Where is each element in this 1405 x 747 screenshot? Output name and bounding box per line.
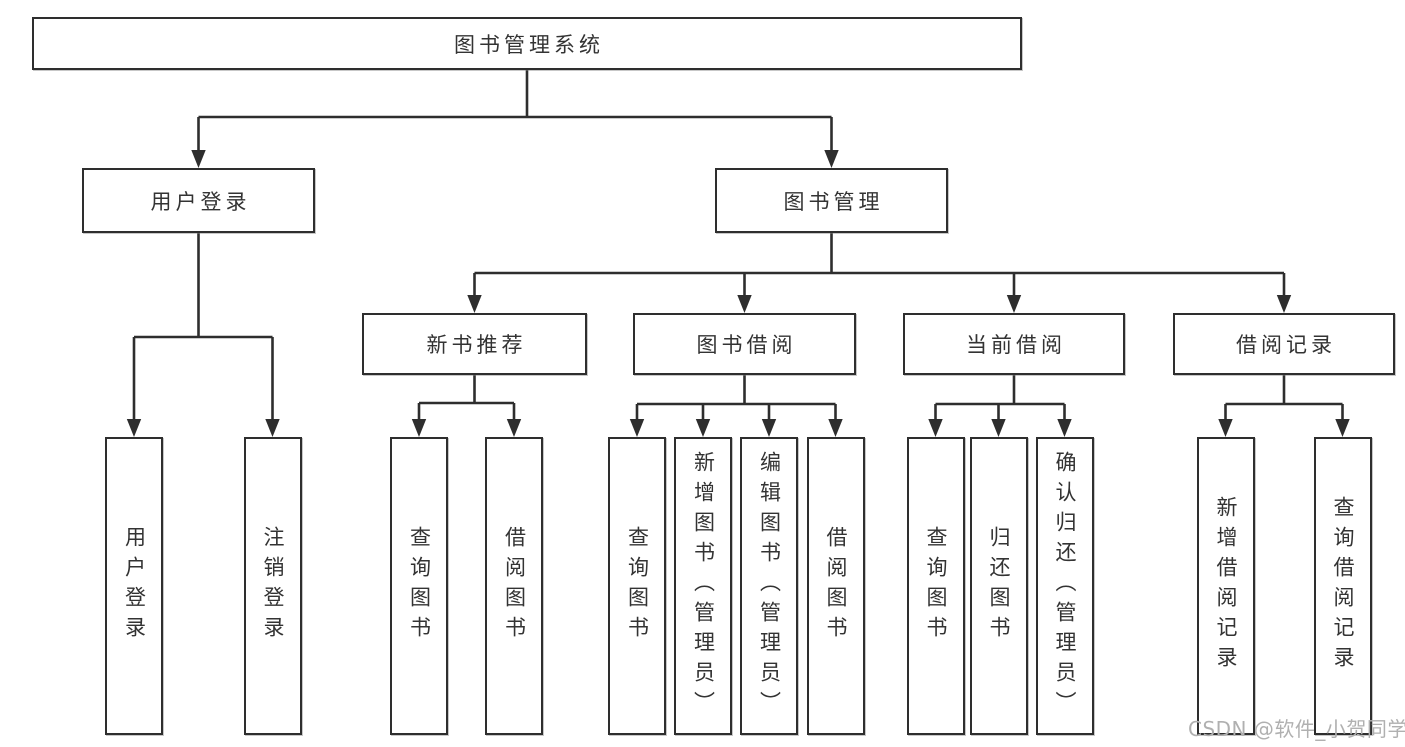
leaf-label: 查询图书 [407,526,432,646]
leaf-query-borrow-record: 查询借阅记录 [1313,437,1372,735]
node-label: 用户登录 [150,189,251,214]
arrowhead-down-icon [828,419,843,437]
leaf-label: 借阅图书 [502,526,527,646]
arrowhead-down-icon [506,419,522,437]
leaf-user-login: 用户登录 [105,437,163,735]
csdn-watermark: CSDN @软件_小贺同学 [1188,717,1405,741]
node-borrowing-records: 借阅记录 [1173,313,1395,375]
arrowhead-down-icon [191,150,206,168]
leaf-label: 借阅图书 [824,526,849,646]
leaf-label: 查询借阅记录 [1331,496,1356,676]
node-new-book-recommendation: 新书推荐 [362,313,587,375]
node-book-borrowing: 图书借阅 [633,313,856,375]
arrowhead-down-icon [737,295,752,313]
node-label: 图书管理系统 [454,32,604,57]
arrowhead-down-icon [1006,295,1022,313]
leaf-label: 确认归还（管理员） [1053,451,1078,721]
leaf-label: 用户登录 [122,526,147,646]
leaf-query-books-recommend: 查询图书 [390,437,448,735]
arrowhead-down-icon [761,419,777,437]
arrowhead-down-icon [695,419,711,437]
arrowhead-down-icon [411,419,427,437]
leaf-return-books: 归还图书 [969,437,1028,735]
arrowhead-down-icon [265,419,280,437]
node-label: 当前借阅 [966,333,1066,357]
node-current-borrowing: 当前借阅 [903,313,1125,375]
arrowhead-down-icon [467,295,482,313]
leaf-query-books-borrowing: 查询图书 [608,437,666,735]
arrowhead-down-icon [1335,419,1350,437]
node-label: 新书推荐 [426,333,527,357]
arrowhead-down-icon [629,419,645,437]
leaf-logout: 注销登录 [243,437,302,735]
leaf-label: 新增借阅记录 [1214,496,1239,676]
node-library-management-system: 图书管理系统 [32,17,1022,70]
node-label: 图书借阅 [696,333,797,357]
arrowhead-down-icon [126,419,142,437]
leaf-label: 新增图书（管理员） [691,451,716,721]
node-book-management: 图书管理 [715,168,948,233]
leaf-label: 注销登录 [261,526,286,646]
node-label: 借阅记录 [1236,333,1336,357]
leaf-label: 查询图书 [924,526,949,646]
leaf-label: 查询图书 [625,526,650,646]
arrowhead-down-icon [824,150,839,168]
arrowhead-down-icon [991,419,1006,437]
arrowhead-down-icon [928,419,943,437]
arrowhead-down-icon [1218,419,1233,437]
node-user-login-branch: 用户登录 [82,168,315,233]
leaf-label: 编辑图书（管理员） [757,451,782,721]
leaf-add-books-admin: 新增图书（管理员） [674,437,732,735]
leaf-query-books-current: 查询图书 [906,437,965,735]
arrowhead-down-icon [1057,419,1072,437]
node-label: 图书管理 [783,189,884,214]
leaf-borrow-books-recommend: 借阅图书 [485,437,543,735]
leaf-confirm-return-admin: 确认归还（管理员） [1035,437,1094,735]
arrowhead-down-icon [1276,295,1292,313]
leaf-borrow-books-borrowing: 借阅图书 [806,437,865,735]
leaf-add-borrow-record: 新增借阅记录 [1196,437,1255,735]
leaf-label: 归还图书 [987,526,1012,646]
leaf-edit-books-admin: 编辑图书（管理员） [740,437,798,735]
